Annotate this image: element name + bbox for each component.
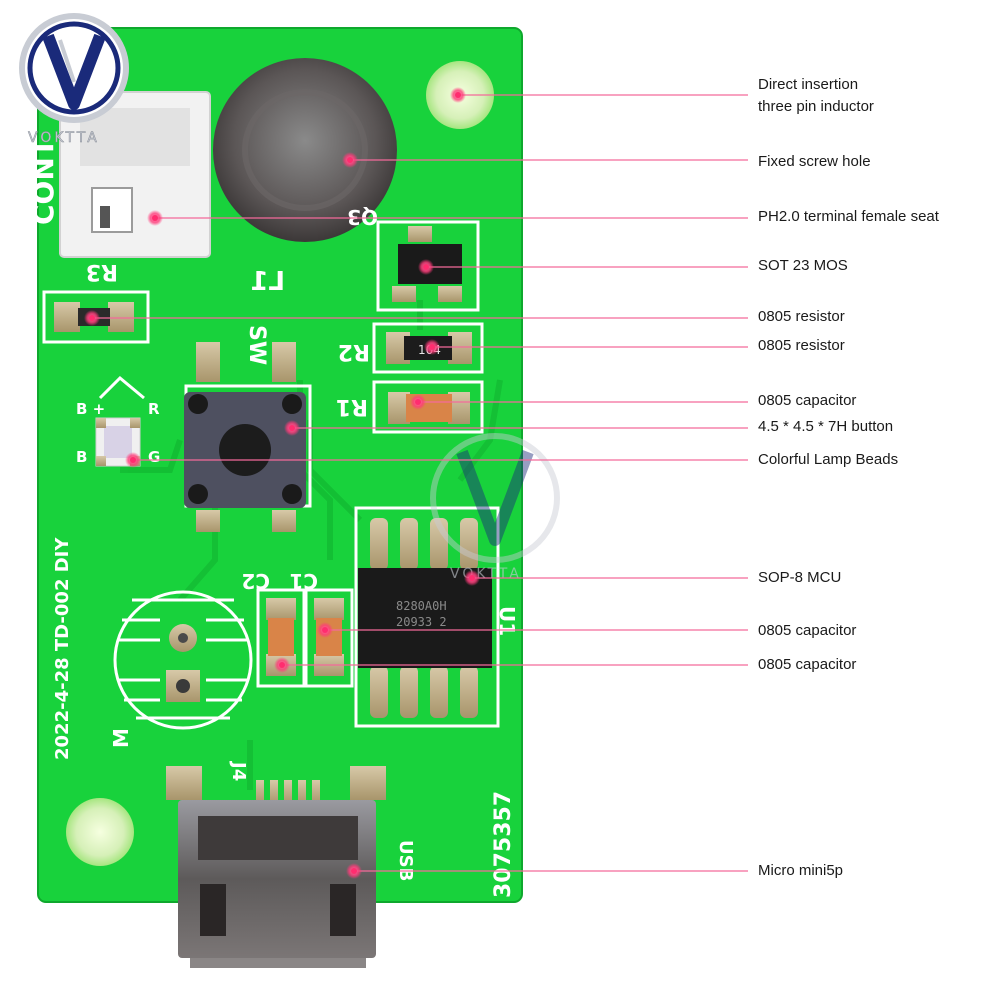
callout-label-line: 0805 resistor	[758, 337, 845, 354]
chip-marking-2: 20933 2	[396, 615, 447, 629]
callout-label-line: Fixed screw hole	[758, 153, 871, 170]
callout-dot-core	[429, 344, 435, 350]
callout-label-inductor: Direct insertion three pin inductor	[758, 74, 874, 118]
micro-usb-connector	[166, 766, 386, 968]
voktta-logo	[19, 13, 129, 123]
callout-label-line: Colorful Lamp Beads	[758, 451, 899, 468]
callout-label-lamp-beads: Colorful Lamp Beads	[758, 449, 898, 471]
callout-label-capacitor-2: 0805 capacitor	[758, 620, 856, 642]
silk-date: 2022-4-28 TD-002 DIY	[52, 537, 73, 760]
c1-capacitor	[304, 588, 354, 688]
silk-j4: J4	[228, 760, 249, 781]
callout-label-line: three pin inductor	[758, 98, 874, 115]
silk-usb: USB	[395, 840, 416, 881]
callout-dot-core	[415, 399, 421, 405]
silk-code: 3075357	[491, 791, 516, 898]
callout-label-line: SOT 23 MOS	[758, 257, 848, 274]
callout-label-line: 0805 capacitor	[758, 392, 857, 409]
callout-label-usb: Micro mini5p	[758, 860, 843, 882]
voktta-logo-text: VOKTTA	[28, 130, 100, 146]
silk-r2: R2	[338, 339, 370, 364]
callout-dot-core	[279, 662, 285, 668]
callout-label-line: 0805 capacitor	[758, 656, 857, 673]
silk-r3: R3	[86, 259, 118, 284]
callout-dot-core	[347, 157, 353, 163]
callout-label-resistor-1: 0805 resistor	[758, 306, 845, 328]
silk-q3: Q3	[347, 205, 378, 229]
c2-capacitor	[256, 588, 306, 688]
callout-dot-core	[130, 457, 136, 463]
callout-lines	[84, 87, 748, 879]
callout-dot-core	[455, 92, 461, 98]
silk-u1: U1	[495, 606, 519, 636]
silk-sw: SW	[244, 325, 269, 365]
callout-label-button: 4.5 * 4.5 * 7H button	[758, 416, 893, 438]
callout-dot-core	[89, 315, 95, 321]
chip-marking-1: 8280A0H	[396, 599, 447, 613]
callout-dot-core	[351, 868, 357, 874]
callout-label-mcu: SOP-8 MCU	[758, 567, 841, 589]
voktta-watermark-text: VOKTTA	[450, 566, 522, 582]
callout-label-line: 0805 capacitor	[758, 622, 857, 639]
mounting-hole-bottom	[66, 798, 134, 866]
silk-g-mark: G	[148, 448, 160, 466]
callout-dot-core	[322, 627, 328, 633]
callout-label-sot23: SOT 23 MOS	[758, 255, 848, 277]
silk-b-plus: B +	[76, 400, 105, 418]
silk-l1: L1	[250, 267, 285, 297]
silk-r-mark: R	[148, 400, 160, 418]
inductor	[213, 58, 397, 242]
atomizer-pads	[113, 590, 253, 730]
callout-dot-core	[423, 264, 429, 270]
callout-label-ph20: PH2.0 terminal female seat	[758, 206, 939, 228]
callout-dot-core	[289, 425, 295, 431]
callout-label-capacitor-1: 0805 capacitor	[758, 390, 856, 412]
silk-r1: R1	[336, 394, 368, 419]
silk-m: M	[109, 728, 133, 748]
silk-conn: CONT	[27, 138, 60, 225]
callout-label-screw-hole: Fixed screw hole	[758, 151, 871, 173]
silk-b-mark: B	[76, 448, 87, 466]
callout-label-line: Micro mini5p	[758, 862, 844, 879]
voktta-watermark	[430, 433, 560, 563]
callout-label-line: 4.5 * 4.5 * 7H button	[758, 418, 894, 435]
callout-label-capacitor-3: 0805 capacitor	[758, 654, 856, 676]
callout-label-line: Direct insertion	[758, 76, 859, 93]
callout-label-line: PH2.0 terminal female seat	[758, 208, 939, 225]
callout-label-line: SOP-8 MCU	[758, 569, 842, 586]
callout-dot-core	[152, 215, 158, 221]
callout-dot-core	[469, 575, 475, 581]
tact-button	[184, 342, 312, 532]
callout-label-resistor-2: 0805 resistor	[758, 335, 845, 357]
callout-label-line: 0805 resistor	[758, 308, 845, 325]
